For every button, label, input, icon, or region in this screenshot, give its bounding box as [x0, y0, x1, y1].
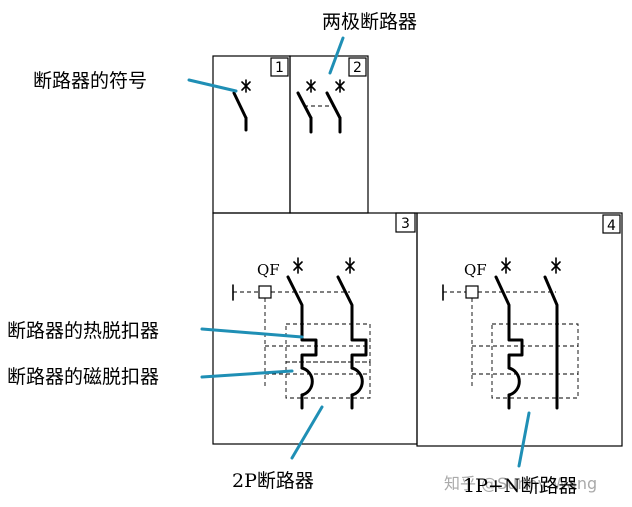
trip-box-4	[491, 323, 579, 399]
label-thermal-trip: 断路器的热脱扣器	[7, 320, 159, 342]
panel-2: 2	[289, 55, 369, 214]
leader-thermal-trip	[200, 327, 304, 339]
panel-3-number: 3	[401, 216, 410, 232]
label-magnetic-trip: 断路器的磁脱扣器	[7, 366, 159, 388]
label-1pn-breaker: 1P+N断路器	[463, 475, 577, 497]
magnetic-trip-box-3	[285, 361, 371, 399]
panel-2-number: 2	[353, 60, 362, 76]
panel-3: 3 QF	[212, 212, 418, 445]
panel-4: 4 QF	[416, 212, 623, 447]
label-two-pole-breaker: 两极断路器	[322, 11, 417, 33]
pole-2	[336, 257, 368, 410]
panel-4-qf-label: QF	[464, 261, 487, 279]
leader-two-pole-breaker	[328, 36, 345, 75]
leader-breaker-symbol	[187, 78, 238, 93]
two-pole-symbol	[296, 79, 345, 134]
pole-l	[494, 257, 524, 410]
operator-symbol-4	[442, 284, 556, 388]
leader-1pn-breaker	[517, 411, 531, 468]
leader-magnetic-trip	[200, 369, 294, 379]
panel-4-number: 4	[607, 218, 616, 234]
breaker-symbol	[232, 79, 251, 132]
pole-1	[286, 257, 318, 410]
pole-n	[543, 257, 561, 410]
label-breaker-symbol: 断路器的符号	[33, 70, 147, 92]
operator-symbol-3	[232, 284, 350, 388]
panel-1: 1	[212, 55, 291, 214]
watermark: 知乎 @Sunny Wang	[444, 474, 597, 493]
label-2p-breaker: 2P断路器	[232, 470, 314, 492]
panel-1-number: 1	[275, 60, 284, 76]
leader-2p-breaker	[290, 405, 324, 460]
panel-3-qf-label: QF	[257, 261, 280, 279]
